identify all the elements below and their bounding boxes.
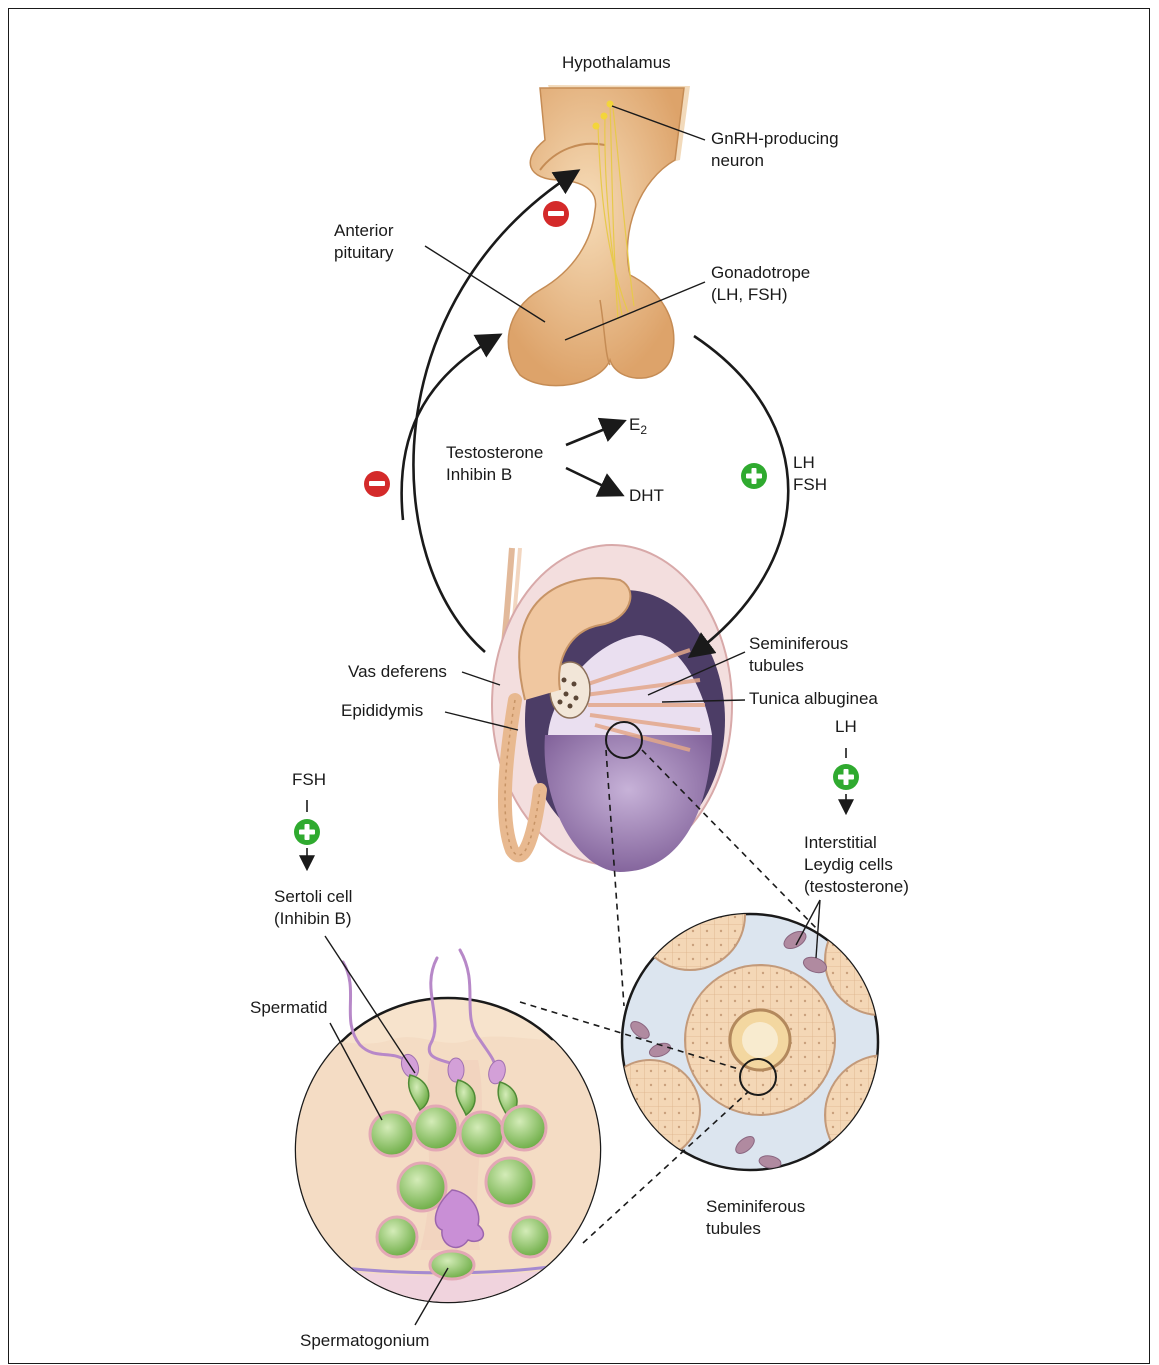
label-inhibin-b: Inhibin B bbox=[446, 464, 512, 486]
tubule-cross-section bbox=[600, 860, 945, 1175]
label-anterior-2: pituitary bbox=[334, 242, 394, 264]
label-interstitial-2: Leydig cells bbox=[804, 854, 893, 876]
label-interstitial-3: (testosterone) bbox=[804, 876, 909, 898]
label-lh: LH bbox=[793, 452, 815, 474]
epithelium-magnified bbox=[296, 950, 600, 1320]
label-fsh-sertoli: FSH bbox=[292, 769, 326, 791]
minus-icon bbox=[543, 201, 569, 227]
label-seminiferous-top-1: Seminiferous bbox=[749, 633, 848, 655]
label-sertoli-1: Sertoli cell bbox=[274, 886, 352, 908]
label-seminiferous-bottom-2: tubules bbox=[706, 1218, 761, 1240]
label-dht: DHT bbox=[629, 485, 664, 507]
label-anterior-1: Anterior bbox=[334, 220, 394, 242]
testis-illustration bbox=[492, 545, 732, 872]
minus-icon bbox=[364, 471, 390, 497]
label-seminiferous-bottom-1: Seminiferous bbox=[706, 1196, 805, 1218]
label-spermatogonium: Spermatogonium bbox=[300, 1330, 429, 1352]
label-gnrh-1: GnRH-producing bbox=[711, 128, 839, 150]
label-gonadotrope-2: (LH, FSH) bbox=[711, 284, 788, 306]
label-epididymis: Epididymis bbox=[341, 700, 423, 722]
label-testosterone: Testosterone bbox=[446, 442, 543, 464]
hypothalamus-pituitary-illustration bbox=[508, 85, 690, 386]
label-interstitial-1: Interstitial bbox=[804, 832, 877, 854]
label-gnrh-2: neuron bbox=[711, 150, 764, 172]
label-gonadotrope-1: Gonadotrope bbox=[711, 262, 810, 284]
label-seminiferous-top-2: tubules bbox=[749, 655, 804, 677]
plus-icon bbox=[294, 819, 320, 845]
plus-icon bbox=[741, 463, 767, 489]
label-lh-leydig: LH bbox=[835, 716, 857, 738]
label-hypothalamus: Hypothalamus bbox=[562, 52, 671, 74]
label-tunica-albuginea: Tunica albuginea bbox=[749, 688, 878, 710]
label-e2: E2 bbox=[629, 414, 647, 437]
label-vas-deferens: Vas deferens bbox=[348, 661, 447, 683]
label-sertoli-2: (Inhibin B) bbox=[274, 908, 351, 930]
label-fsh: FSH bbox=[793, 474, 827, 496]
label-spermatid: Spermatid bbox=[250, 997, 327, 1019]
plus-icon bbox=[833, 764, 859, 790]
